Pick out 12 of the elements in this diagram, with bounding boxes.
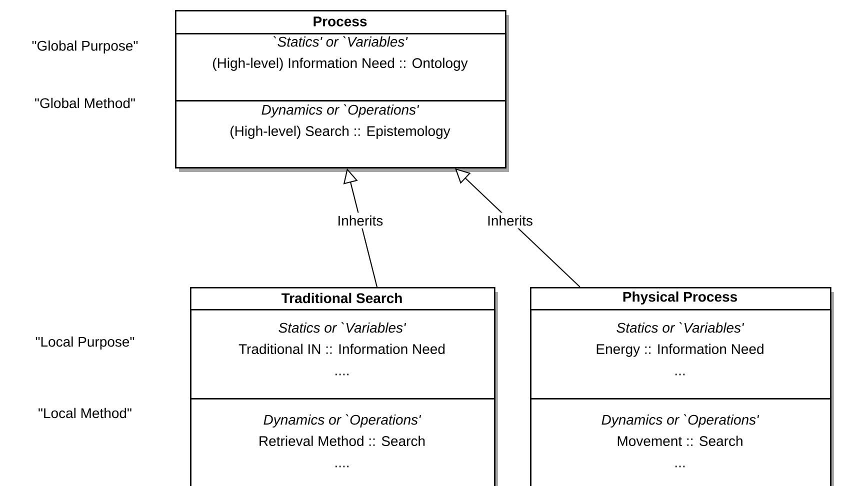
side-label: "Global Purpose"	[32, 40, 138, 54]
edge-label: Inherits	[488, 215, 532, 226]
class-compartment: Statics or `Variables' Traditional IN :: Information Need ....	[190, 309, 496, 400]
class-compartment: Dynamics or `Operations' Movement :: Search ...	[530, 398, 832, 486]
side-label: "Local Method"	[38, 408, 132, 418]
side-label: "Global Method"	[35, 98, 135, 108]
edge-label: Inherits	[338, 215, 383, 226]
class-compartment: Statics or `Variables' Energy :: Information Need ...	[530, 309, 832, 400]
class-compartment: `Statics' or `Variables' (High-level) Information Need :: Ontology	[175, 33, 506, 102]
side-label: "Local Purpose"	[36, 336, 134, 350]
class-compartment: Dynamics or `Operations' Retrieval Method :: Search ....	[190, 398, 496, 486]
class-compartment: Dynamics or `Operations' (High-level) Search :: Epistemology	[175, 100, 506, 168]
